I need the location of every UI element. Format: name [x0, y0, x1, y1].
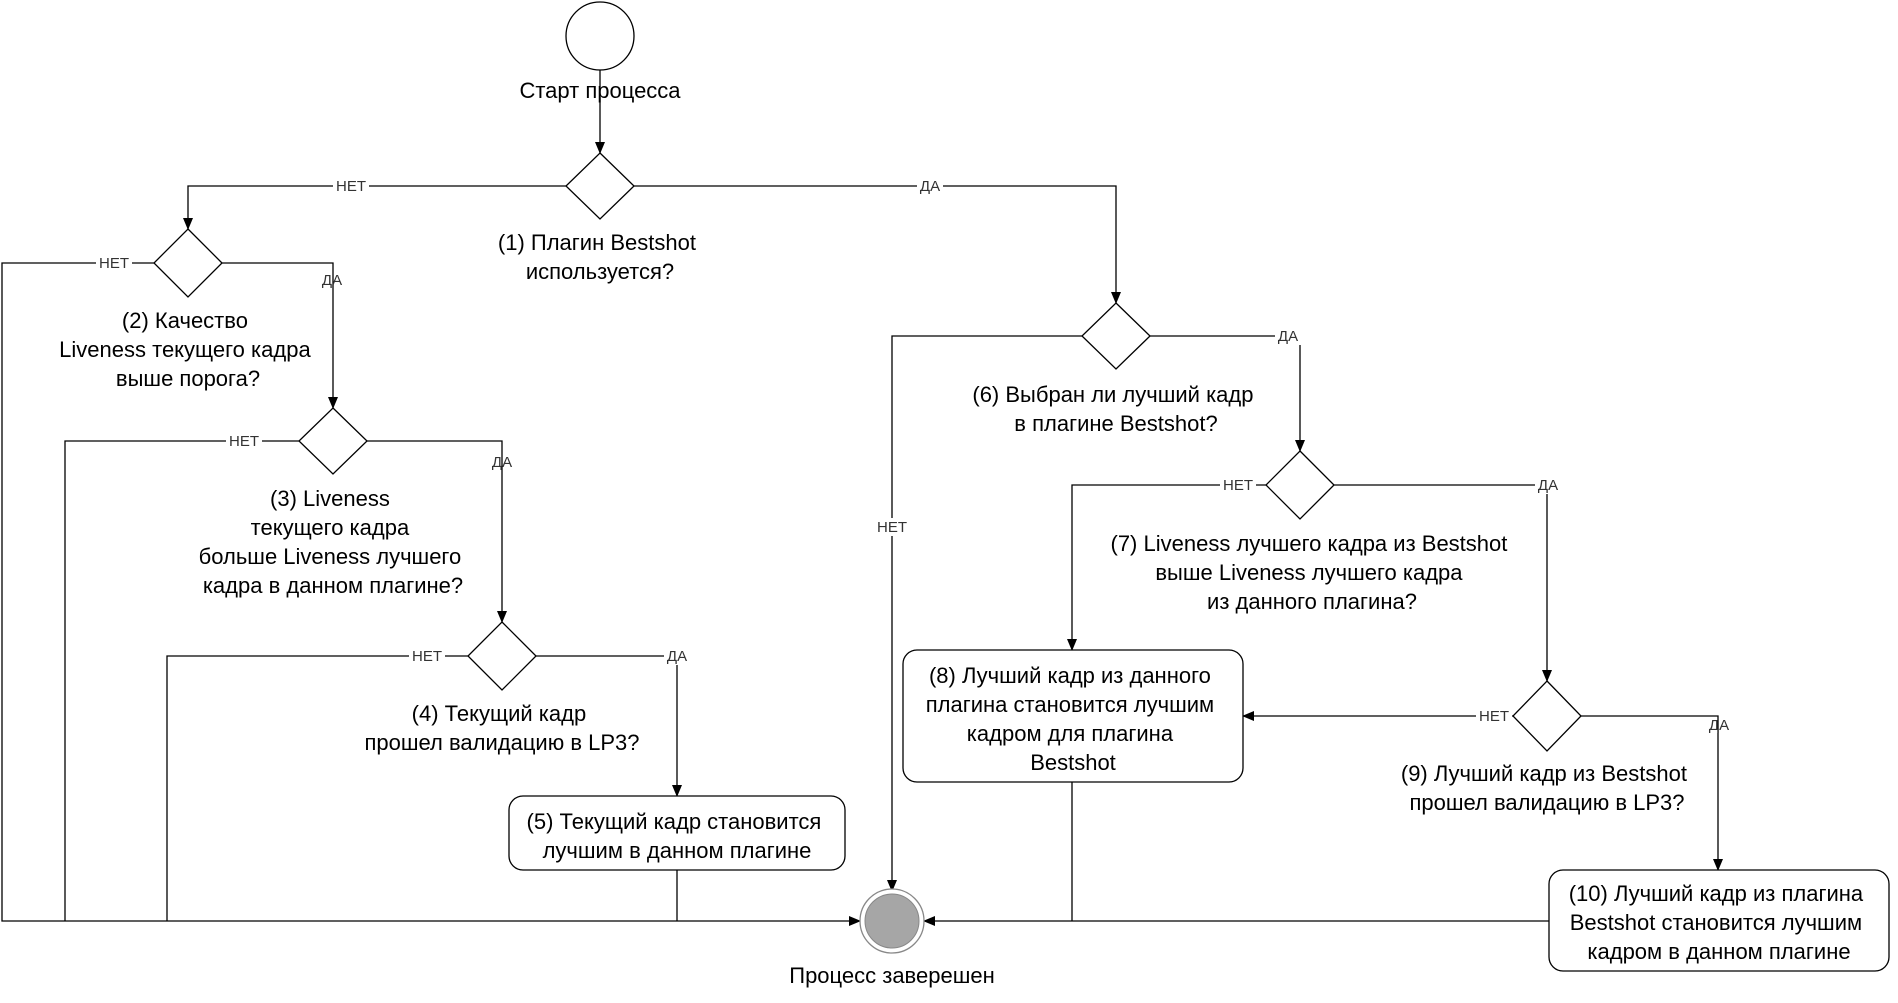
edge-label-d9-no: НЕТ: [1479, 708, 1509, 725]
action-8: [902, 649, 1244, 783]
edge-d2-no: [1, 262, 861, 926]
decision-6-label: (6) Выбран ли лучший кадр в плагине Best…: [972, 382, 1259, 436]
start-node: [565, 1, 635, 71]
edge-labels: НЕТ ДА НЕТ ДА НЕТ ДА НЕТ ДА НЕТ ДА НЕТ Д…: [96, 177, 1729, 734]
decision-1: [565, 152, 635, 220]
edge-label-d3-no: НЕТ: [229, 433, 259, 450]
edge-d3-no: [64, 440, 299, 921]
edge-d2-yes: [222, 262, 338, 409]
decision-3: [298, 407, 368, 475]
edge-d7-no: [1067, 484, 1266, 651]
action-10: [1548, 869, 1890, 972]
edge-label-d2-yes: ДА: [322, 272, 342, 289]
action-5: [508, 795, 846, 871]
action-10-label: (10) Лучший кадр из плагина Bestshot ста…: [1569, 881, 1870, 964]
edge-d4-no: [166, 655, 468, 921]
edge-label-d6-no: НЕТ: [877, 519, 907, 536]
edge-label-d1-no: НЕТ: [336, 178, 366, 195]
edge-d3-yes: [367, 440, 507, 623]
edge-label-d7-yes: ДА: [1538, 477, 1558, 494]
edge-d9-yes: [1581, 715, 1723, 871]
decision-7-label: (7) Liveness лучшего кадра из Bestshot в…: [1111, 531, 1514, 614]
edge-label-d6-yes: ДА: [1278, 328, 1298, 345]
decision-9-label: (9) Лучший кадр из Bestshot прошел валид…: [1401, 761, 1693, 815]
edge-label-d9-yes: ДА: [1709, 717, 1729, 734]
decision-9: [1512, 680, 1582, 752]
decision-7: [1265, 450, 1335, 520]
decision-2-label: (2) Качество Liveness текущего кадра выш…: [59, 308, 317, 391]
edge-label-d2-no: НЕТ: [99, 255, 129, 272]
decision-4-label: (4) Текущий кадр прошел валидацию в LP3?: [364, 701, 639, 755]
decision-6: [1081, 302, 1151, 370]
edge-label-d3-yes: ДА: [492, 454, 512, 471]
end-node-inner: [864, 893, 920, 949]
decision-2: [153, 228, 223, 298]
action-5-label: (5) Текущий кадр становится лучшим в дан…: [527, 809, 828, 863]
action-8-label: (8) Лучший кадр из данного плагина стано…: [926, 663, 1221, 775]
edge-d4-yes: [536, 655, 682, 797]
edge-label-d4-no: НЕТ: [412, 648, 442, 665]
decision-3-label: (3) Liveness текущего кадра больше Liven…: [199, 486, 468, 598]
edge-d1-yes: [634, 185, 1121, 304]
edge-d6-no: [887, 335, 1082, 892]
decision-4: [467, 621, 537, 691]
start-label: Старт процесса: [519, 78, 681, 103]
edge-label-d1-yes: ДА: [920, 178, 940, 195]
decision-1-label: (1) Плагин Bestshot используется?: [498, 230, 702, 284]
end-label: Процесс заверешен: [789, 963, 995, 988]
edge-label-d4-yes: ДА: [667, 648, 687, 665]
edge-label-d7-no: НЕТ: [1223, 477, 1253, 494]
edge-d1-no: [183, 185, 566, 230]
